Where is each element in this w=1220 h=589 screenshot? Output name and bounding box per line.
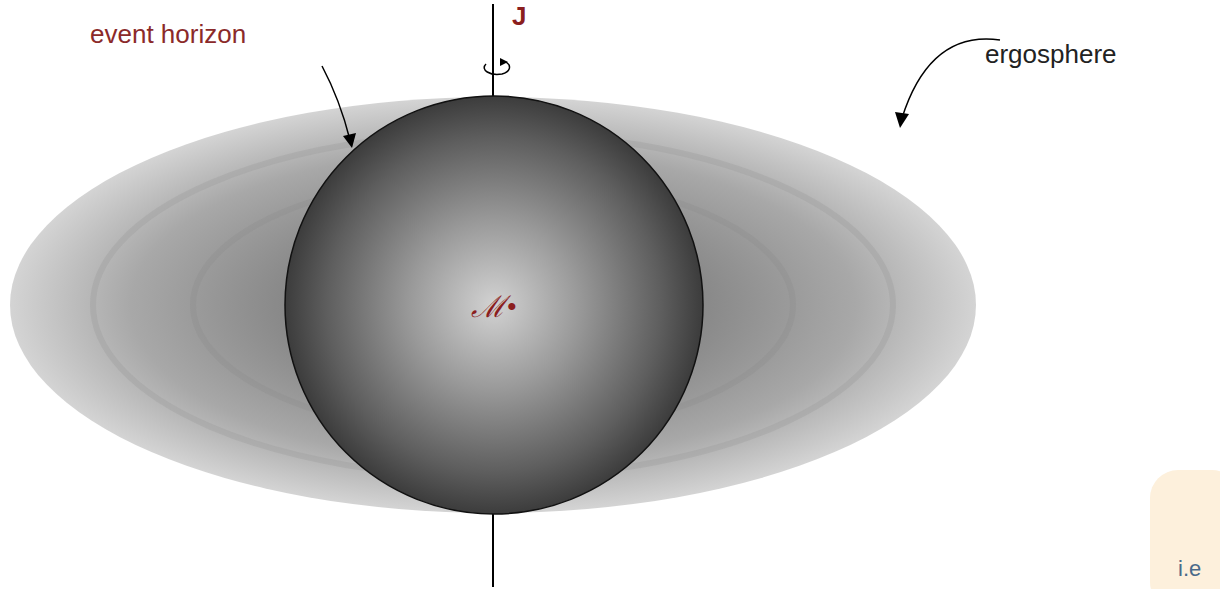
event-horizon-circle (285, 96, 703, 514)
event-horizon-node: ℳ• (285, 97, 703, 513)
mass-symbol: ℳ• (471, 285, 517, 326)
axis-label: J (512, 2, 526, 32)
part-label: event horizon (90, 20, 246, 50)
ergosphere-ellipse (10, 97, 976, 513)
leader-line (322, 66, 350, 140)
note-text: i.e (1178, 556, 1201, 581)
leader-arrowhead (895, 112, 909, 128)
rotation-arrow (484, 62, 509, 74)
leader-arrowhead (343, 133, 356, 148)
part-label: ergosphere (985, 40, 1117, 70)
rotation-arrowhead (500, 58, 508, 66)
note-panel (1150, 470, 1220, 589)
